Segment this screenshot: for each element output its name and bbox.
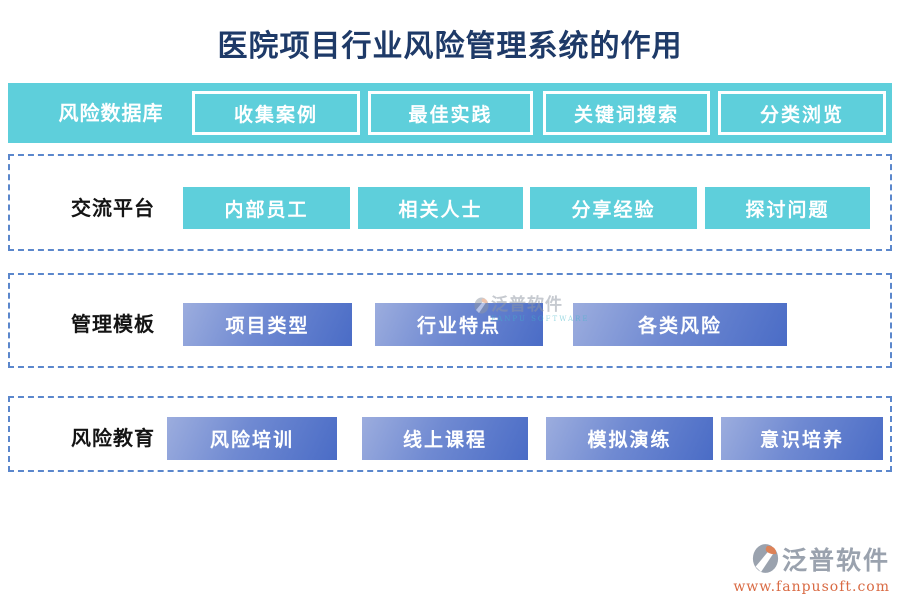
button-internal-staff[interactable]: 内部员工 (183, 187, 350, 229)
section-management-templates-label: 管理模板 (71, 312, 155, 336)
button-share-experience[interactable]: 分享经验 (530, 187, 697, 229)
fanpu-logo-icon (752, 543, 779, 578)
button-risk-types[interactable]: 各类风险 (573, 303, 787, 346)
section-risk-education: 风险教育 风险培训 线上课程 模拟演练 意识培养 (8, 396, 892, 472)
section-risk-education-label: 风险教育 (71, 426, 155, 450)
footer-logo: 泛普软件 www.fanpusoft.com (733, 543, 890, 594)
button-online-courses[interactable]: 线上课程 (362, 417, 528, 460)
page-title: 医院项目行业风险管理系统的作用 (217, 29, 683, 64)
button-collect-cases[interactable]: 收集案例 (192, 91, 360, 135)
button-category-browse[interactable]: 分类浏览 (718, 91, 886, 135)
button-keyword-search[interactable]: 关键词搜索 (543, 91, 710, 135)
button-risk-training[interactable]: 风险培训 (167, 417, 337, 460)
button-discuss-issues[interactable]: 探讨问题 (705, 187, 870, 229)
section-risk-database: 风险数据库 收集案例 最佳实践 关键词搜索 分类浏览 (8, 83, 892, 143)
button-industry-features[interactable]: 行业特点 (375, 303, 543, 346)
button-related-persons[interactable]: 相关人士 (358, 187, 523, 229)
button-project-type[interactable]: 项目类型 (183, 303, 352, 346)
section-risk-database-label: 风险数据库 (58, 101, 164, 125)
footer-url: www.fanpusoft.com (733, 579, 890, 595)
footer-brand-text: 泛普软件 (781, 546, 890, 575)
section-management-templates: 管理模板 项目类型 行业特点 各类风险 (8, 273, 892, 368)
section-communication-platform-label: 交流平台 (71, 196, 155, 220)
button-awareness-cultivation[interactable]: 意识培养 (721, 417, 883, 460)
button-best-practices[interactable]: 最佳实践 (368, 91, 533, 135)
button-simulation-drills[interactable]: 模拟演练 (546, 417, 713, 460)
section-communication-platform: 交流平台 内部员工 相关人士 分享经验 探讨问题 (8, 154, 892, 251)
